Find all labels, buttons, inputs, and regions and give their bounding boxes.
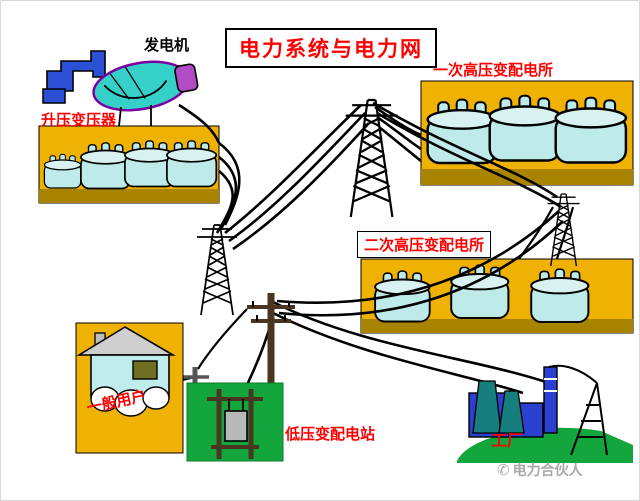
window [132, 360, 158, 380]
cooling-tower [498, 390, 525, 434]
cooling-tower [472, 380, 502, 434]
generator-unit [42, 50, 199, 127]
crane-derrick [548, 364, 608, 456]
smokestack [543, 366, 558, 434]
watermark-text: 电力合伙人 [512, 462, 583, 478]
transformer-icon [450, 264, 510, 319]
pole-transformer [224, 410, 248, 442]
generator-leads [118, 105, 152, 127]
station-floor-strip [39, 189, 219, 203]
primary-substation [420, 80, 634, 186]
watermark: ✆ 电力合伙人 [497, 460, 583, 480]
label-generator: 发电机 [144, 37, 190, 54]
factory [457, 364, 633, 463]
transformer-icon [80, 142, 132, 190]
transformer-icon [426, 98, 498, 165]
transformer-icon [554, 96, 628, 164]
label-low-voltage-station: 低压变配电站 [285, 426, 376, 443]
low-voltage-station [186, 382, 284, 462]
label-secondary-substation: 二次高压变配电所 [357, 231, 492, 258]
generator-body [92, 60, 199, 112]
label-primary-substation: 一次高压变配电所 [433, 62, 554, 79]
house-general-users [75, 322, 184, 454]
label-factory: 工厂 [491, 433, 524, 450]
transformer-icon [488, 94, 562, 162]
transformer-icon [530, 268, 590, 323]
label-step-up-transformer: 升压变压器 [41, 112, 117, 129]
generating-station [38, 50, 220, 204]
phone-icon: ✆ [497, 462, 510, 479]
transformer-icon [43, 153, 82, 189]
transformer-icon [166, 140, 218, 188]
water-turbine-intake [46, 50, 106, 92]
turbine-base [42, 88, 66, 104]
diagram-title: 电力系统与电力网 [225, 28, 437, 68]
bush [142, 386, 170, 410]
substation-floor-strip [421, 169, 633, 185]
